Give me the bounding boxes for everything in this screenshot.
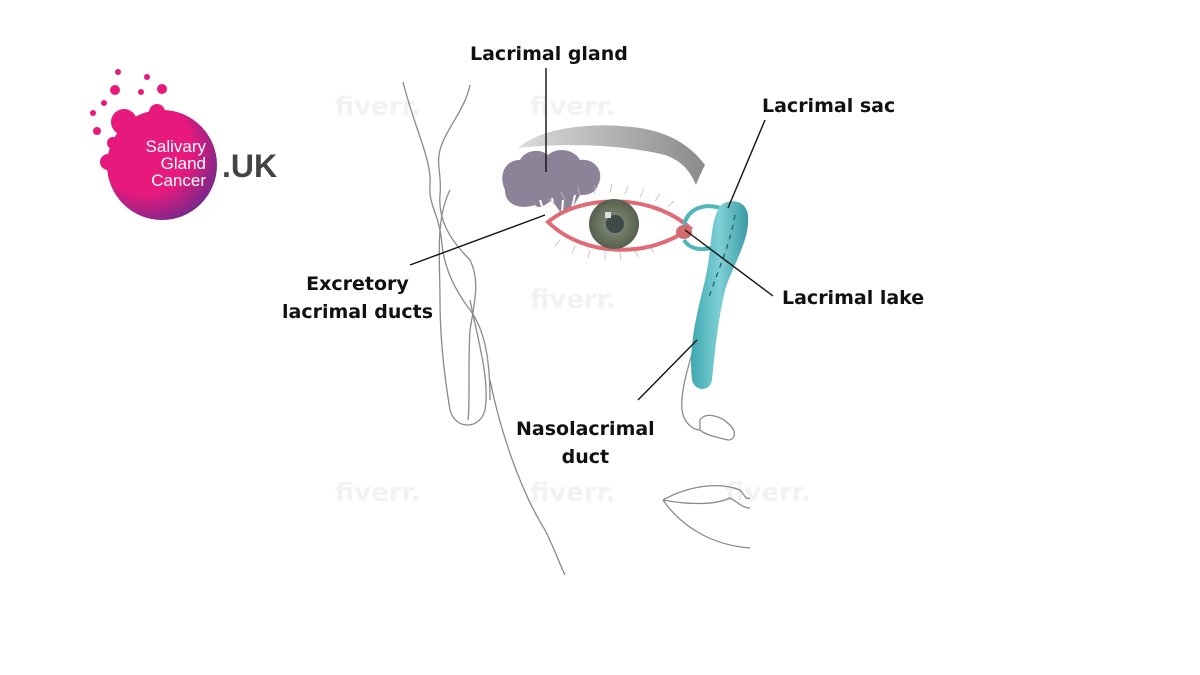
logo-dot <box>107 137 119 149</box>
label-lacrimal-lake: Lacrimal lake <box>782 287 925 309</box>
logo-mark <box>90 69 217 220</box>
logo-dot <box>101 100 107 106</box>
face-outline <box>402 81 751 576</box>
logo-dot <box>110 85 120 95</box>
label-excretory-line-1: Excretory <box>306 273 409 295</box>
label-excretory-ducts: Excretory lacrimal ducts <box>282 270 433 326</box>
nasolacrimal-system <box>682 201 749 389</box>
pupil <box>606 215 624 233</box>
eyebrow <box>518 125 705 185</box>
watermark: fiverr. <box>335 92 421 122</box>
leader-lacrimal-lake <box>684 229 774 297</box>
leader-nasolacrimal-duct <box>637 339 698 401</box>
logo-dot <box>100 154 116 170</box>
logo-dot <box>144 74 150 80</box>
logo-suffix: .UK <box>222 148 278 184</box>
watermark: fiverr. <box>530 92 616 122</box>
logo-dot <box>138 89 144 95</box>
watermark: fiverr. <box>725 478 811 508</box>
label-lacrimal-gland: Lacrimal gland <box>470 43 628 65</box>
label-excretory-line-2: lacrimal ducts <box>282 301 434 323</box>
label-nasolacrimal-line-2: duct <box>561 446 610 468</box>
logo-dot <box>90 110 96 116</box>
eyelashes <box>548 183 675 261</box>
label-lacrimal-sac: Lacrimal sac <box>762 95 896 117</box>
eye <box>545 199 694 252</box>
watermark: fiverr. <box>530 285 616 315</box>
leader-lacrimal-sac <box>727 119 766 209</box>
logo-dot <box>115 69 121 75</box>
label-nasolacrimal-line-1: Nasolacrimal <box>516 418 655 440</box>
logo-dot <box>149 104 165 120</box>
leader-excretory-ducts <box>409 214 546 266</box>
leader-lines <box>409 68 774 401</box>
logo-line-3: Cancer <box>151 171 206 190</box>
lacrimal-lake-shape <box>676 225 692 239</box>
logo-line-1: Salivary <box>145 137 206 156</box>
label-nasolacrimal-duct: Nasolacrimal duct <box>516 415 655 471</box>
logo-dot <box>157 84 167 94</box>
watermark: fiverr. <box>335 478 421 508</box>
logo-line-2: Gland <box>160 154 206 173</box>
logo-dot <box>93 127 101 135</box>
watermark: fiverr. <box>530 478 616 508</box>
logo-text: Salivary Gland Cancer <box>118 138 206 189</box>
lacrimal-gland <box>502 149 601 216</box>
logo-dot <box>107 110 217 220</box>
logo-dot <box>111 109 137 135</box>
